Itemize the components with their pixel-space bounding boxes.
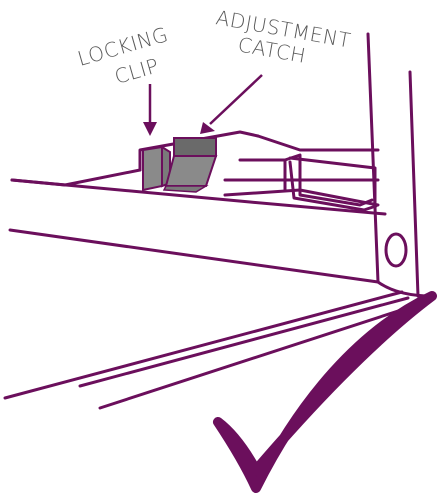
locking-clip-arrow bbox=[143, 84, 157, 136]
adjustment-catch-arrow bbox=[200, 74, 263, 134]
drawer-frame bbox=[3, 32, 434, 410]
adjustment-catch-label: ADJUSTMENT CATCH bbox=[214, 5, 353, 68]
checkmark-icon bbox=[213, 291, 437, 493]
locking-clip-label: LOCKING CLIP bbox=[75, 22, 171, 89]
adjustment-catch bbox=[162, 137, 218, 193]
locking-clip bbox=[142, 145, 171, 192]
